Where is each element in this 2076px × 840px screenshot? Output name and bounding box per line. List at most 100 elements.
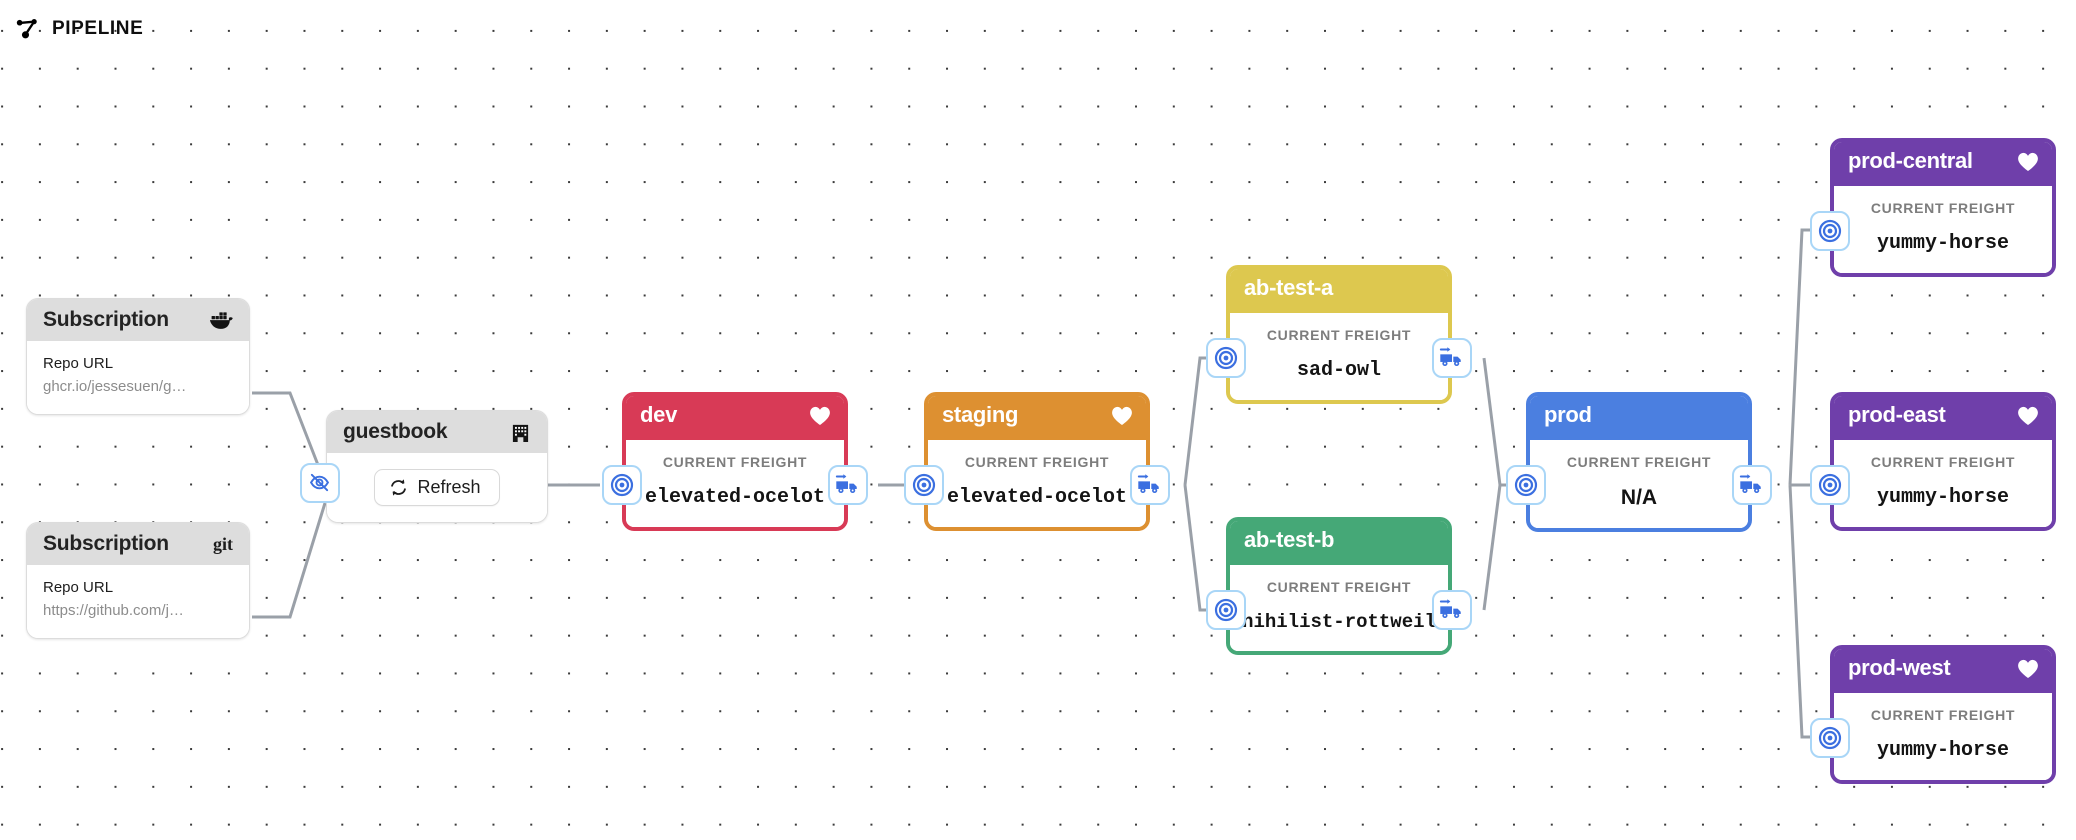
- stage-node-staging[interactable]: staging CURRENT FREIGHT elevated-ocelot: [924, 392, 1150, 531]
- target-icon: [1514, 473, 1538, 497]
- heart-icon[interactable]: [2016, 657, 2040, 679]
- stage-name: prod: [1544, 402, 1592, 427]
- stage-name: prod-west: [1848, 655, 1951, 680]
- git-icon: git: [213, 533, 233, 554]
- stage-header: staging: [928, 396, 1146, 440]
- eye-off-chip[interactable]: [300, 463, 340, 503]
- stage-body: CURRENT FREIGHT N/A: [1530, 440, 1748, 528]
- docker-icon: [209, 310, 233, 330]
- repo-url-label: Repo URL: [43, 579, 114, 596]
- stage-header: ab-test-a: [1230, 269, 1448, 313]
- subscription-card-body: Repo URL https://github.com/j…: [27, 565, 249, 638]
- current-freight-label: CURRENT FREIGHT: [662, 454, 808, 470]
- stage-header: prod: [1530, 396, 1748, 440]
- app-title: PIPELINE: [52, 18, 144, 39]
- stage-prod-west-target-chip[interactable]: [1810, 718, 1850, 758]
- stage-name: dev: [640, 402, 678, 427]
- stage-body: CURRENT FREIGHT elevated-ocelot: [626, 440, 844, 527]
- current-freight-label: CURRENT FREIGHT: [1870, 454, 2016, 470]
- stage-header: dev: [626, 396, 844, 440]
- stage-body: CURRENT FREIGHT elevated-ocelot: [928, 440, 1146, 527]
- target-icon: [1214, 598, 1238, 622]
- truck-icon: [835, 473, 861, 497]
- heart-icon[interactable]: [2016, 404, 2040, 426]
- current-freight-label: CURRENT FREIGHT: [1870, 707, 2016, 723]
- current-freight-value: yummy-horse: [1876, 486, 2010, 509]
- stage-node-prod-east[interactable]: prod-east CURRENT FREIGHT yummy-horse: [1830, 392, 2056, 531]
- subscription-title: Subscription: [43, 532, 169, 555]
- subscription-card-header: Subscription git: [27, 523, 249, 565]
- refresh-button[interactable]: Refresh: [374, 469, 500, 506]
- target-icon: [1818, 219, 1842, 243]
- heart-icon[interactable]: [2016, 150, 2040, 172]
- stage-prod-central-target-chip[interactable]: [1810, 211, 1850, 251]
- current-freight-value: yummy-horse: [1876, 739, 2010, 762]
- warehouse-body: Refresh: [327, 453, 547, 522]
- stage-dev-promote-chip[interactable]: [828, 465, 868, 505]
- stage-node-dev[interactable]: dev CURRENT FREIGHT elevated-ocelot: [622, 392, 848, 531]
- truck-icon: [1439, 346, 1465, 370]
- heart-icon[interactable]: [808, 404, 832, 426]
- current-freight-value: elevated-ocelot: [644, 486, 826, 509]
- warehouse-icon: [511, 421, 531, 443]
- heart-icon[interactable]: [1110, 404, 1134, 426]
- warehouse-header: guestbook: [327, 411, 547, 453]
- stage-node-prod[interactable]: prod CURRENT FREIGHT N/A: [1526, 392, 1752, 532]
- stage-body: CURRENT FREIGHT yummy-horse: [1834, 186, 2052, 273]
- eye-off-icon: [308, 471, 332, 495]
- stage-prod-promote-chip[interactable]: [1732, 465, 1772, 505]
- stage-header: prod-west: [1834, 649, 2052, 693]
- target-icon: [1818, 473, 1842, 497]
- stage-name: ab-test-a: [1244, 275, 1333, 300]
- current-freight-value: N/A: [1620, 486, 1658, 509]
- stage-ab-test-b-target-chip[interactable]: [1206, 590, 1246, 630]
- stage-name: prod-central: [1848, 148, 1973, 173]
- stage-node-ab-test-b[interactable]: ab-test-b CURRENT FREIGHT nihilist-rottw…: [1226, 517, 1452, 655]
- warehouse-title: guestbook: [343, 420, 448, 443]
- target-icon: [1818, 726, 1842, 750]
- stage-name: prod-east: [1848, 402, 1946, 427]
- current-freight-value: elevated-ocelot: [946, 486, 1128, 509]
- current-freight-value: nihilist-rottweil: [1242, 611, 1436, 633]
- stage-body: CURRENT FREIGHT yummy-horse: [1834, 440, 2052, 527]
- stage-prod-target-chip[interactable]: [1506, 465, 1546, 505]
- app-header: PIPELINE: [0, 0, 143, 58]
- refresh-icon: [391, 479, 407, 496]
- stage-node-prod-central[interactable]: prod-central CURRENT FREIGHT yummy-horse: [1830, 138, 2056, 277]
- stage-staging-promote-chip[interactable]: [1130, 465, 1170, 505]
- subscription-title: Subscription: [43, 308, 169, 331]
- stage-header: prod-east: [1834, 396, 2052, 440]
- subscription-card-docker[interactable]: Subscription Repo URL: [26, 298, 250, 415]
- stage-ab-test-a-target-chip[interactable]: [1206, 338, 1246, 378]
- stage-node-prod-west[interactable]: prod-west CURRENT FREIGHT yummy-horse: [1830, 645, 2056, 784]
- pipeline-logo-icon: [14, 16, 40, 42]
- warehouse-node-guestbook[interactable]: guestbook: [326, 410, 548, 523]
- target-icon: [1214, 346, 1238, 370]
- stage-node-ab-test-a[interactable]: ab-test-a CURRENT FREIGHT sad-owl: [1226, 265, 1452, 404]
- current-freight-label: CURRENT FREIGHT: [1266, 579, 1412, 595]
- current-freight-label: CURRENT FREIGHT: [1870, 200, 2016, 216]
- stage-staging-target-chip[interactable]: [904, 465, 944, 505]
- truck-icon: [1137, 473, 1163, 497]
- stage-prod-east-target-chip[interactable]: [1810, 465, 1850, 505]
- subscription-card-header: Subscription: [27, 299, 249, 341]
- stage-ab-test-b-promote-chip[interactable]: [1432, 590, 1472, 630]
- stage-body: CURRENT FREIGHT yummy-horse: [1834, 693, 2052, 780]
- current-freight-value: yummy-horse: [1876, 232, 2010, 255]
- current-freight-label: CURRENT FREIGHT: [964, 454, 1110, 470]
- stage-header: prod-central: [1834, 142, 2052, 186]
- stage-ab-test-a-promote-chip[interactable]: [1432, 338, 1472, 378]
- current-freight-label: CURRENT FREIGHT: [1566, 454, 1712, 470]
- stage-header: ab-test-b: [1230, 521, 1448, 565]
- repo-url-value: https://github.com/j…: [43, 601, 184, 619]
- stage-body: CURRENT FREIGHT nihilist-rottweil: [1230, 565, 1448, 651]
- repo-url-value: ghcr.io/jessesuen/g…: [43, 377, 187, 395]
- subscription-card-git[interactable]: Subscription git Repo URL https://github…: [26, 522, 250, 639]
- refresh-button-label: Refresh: [417, 477, 481, 497]
- truck-icon: [1739, 473, 1765, 497]
- target-icon: [610, 473, 634, 497]
- stage-dev-target-chip[interactable]: [602, 465, 642, 505]
- target-icon: [912, 473, 936, 497]
- repo-url-label: Repo URL: [43, 355, 114, 372]
